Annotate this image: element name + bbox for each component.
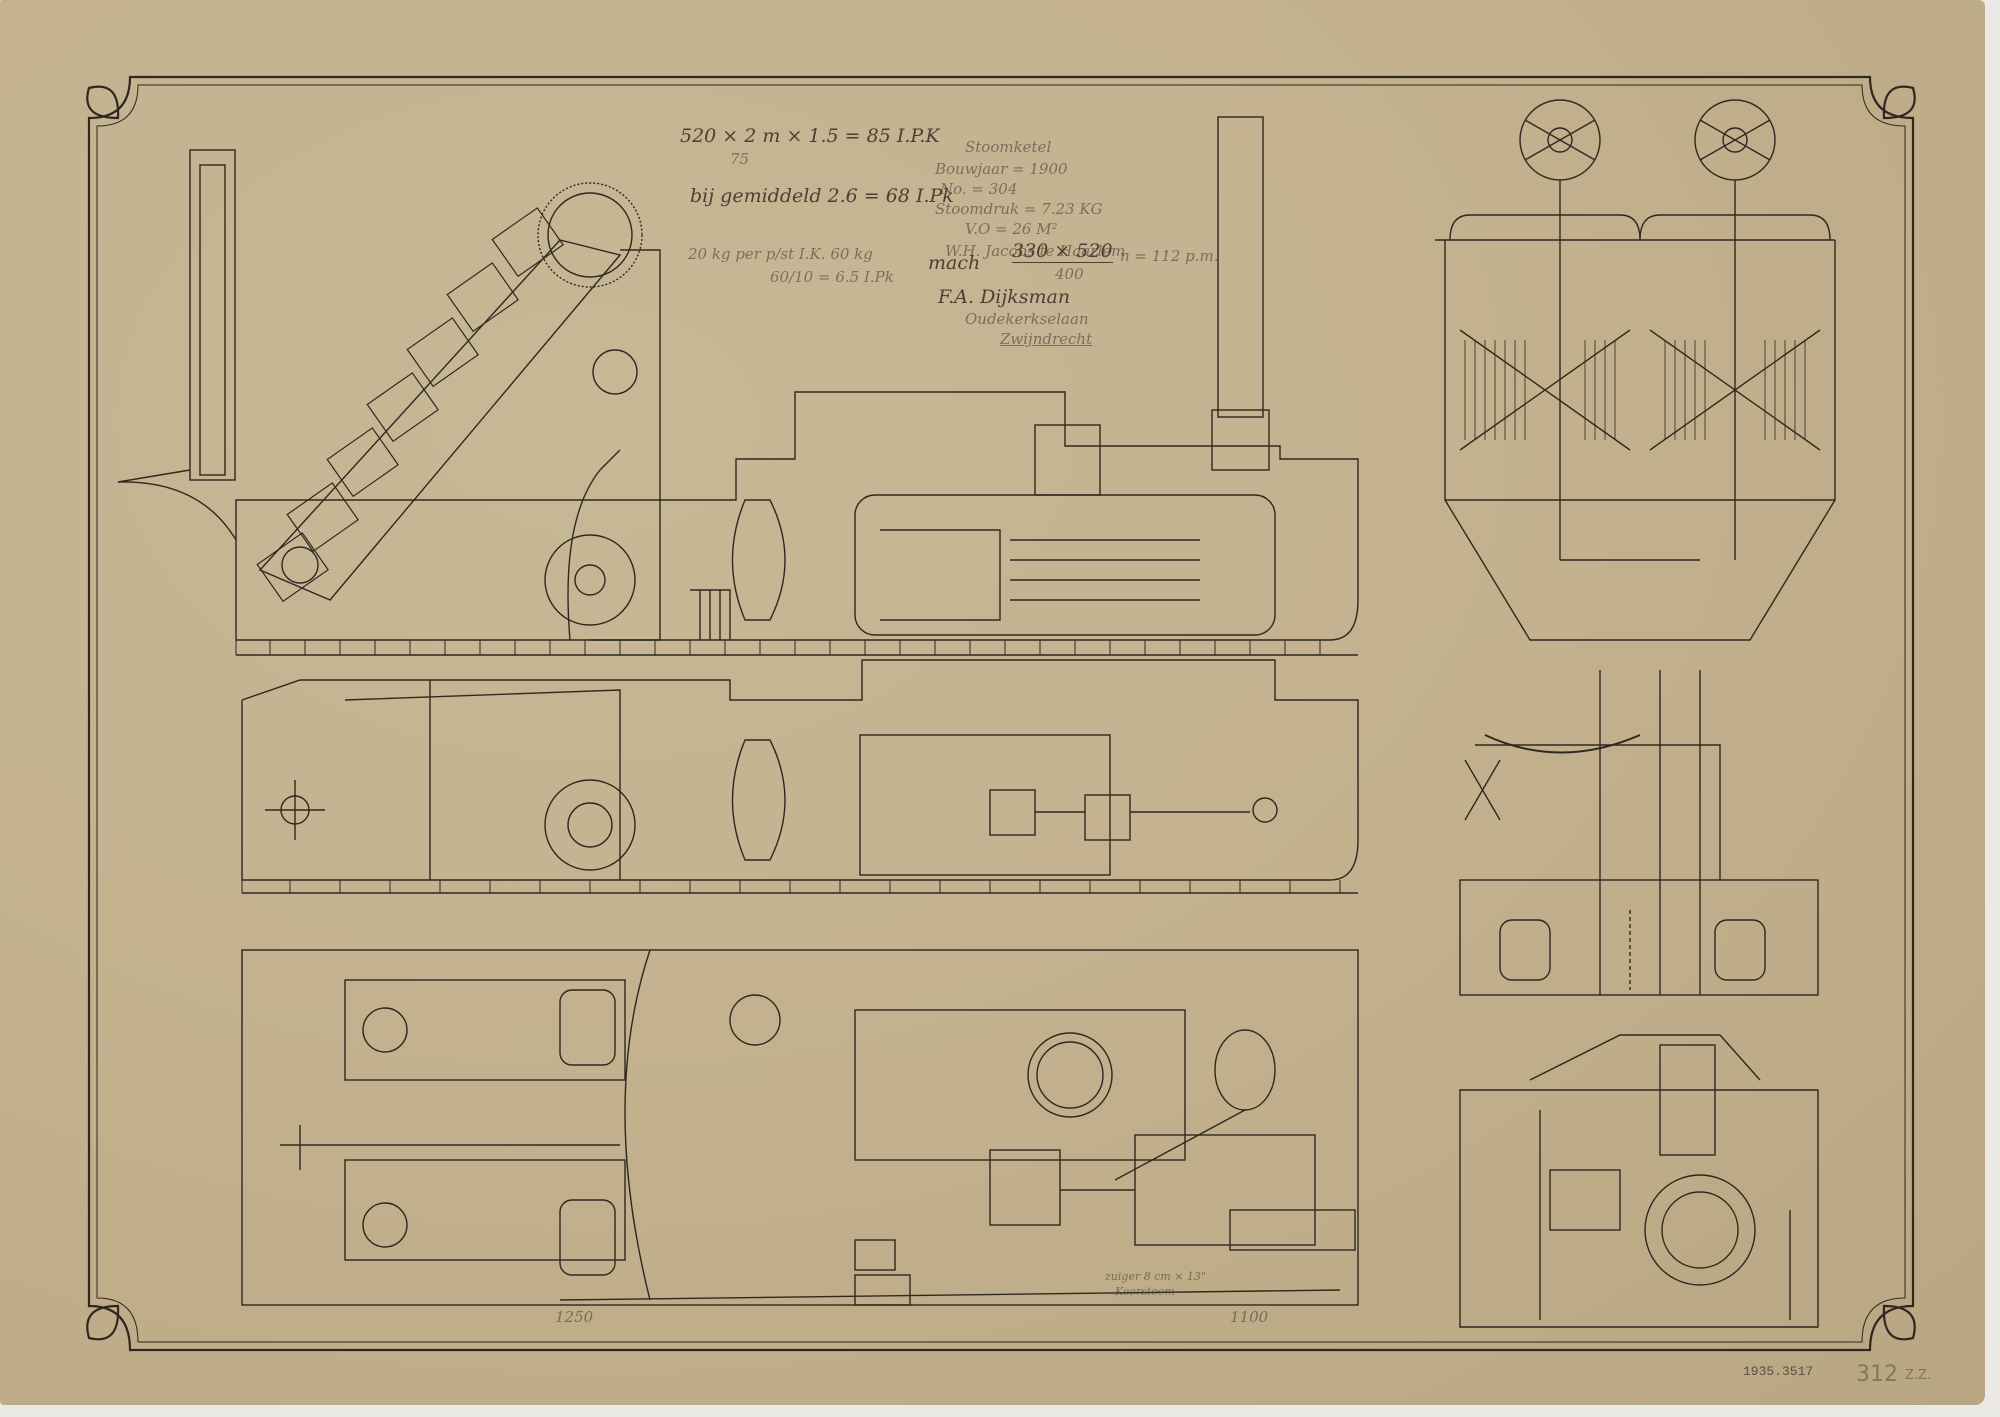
boiler-number: No. = 304 xyxy=(940,180,1018,198)
boiler-maker: W.H. Jacobs te Haarlem xyxy=(945,242,1126,260)
power-calculation-line1: 520 × 2 m × 1.5 = 85 I.P.K xyxy=(680,125,940,147)
cross-section-boiler xyxy=(1459,1034,1819,1328)
machine-dimensions: 330 × 520 xyxy=(1012,240,1113,263)
power-calculation-line3: 20 kg per p/st I.K. 60 kg xyxy=(688,245,873,263)
power-calculation-line2: bij gemiddeld 2.6 = 68 I.Pk xyxy=(690,185,954,207)
plan-view xyxy=(241,949,1359,1306)
maker-town: Zwijndrecht xyxy=(1000,330,1093,348)
border-frame xyxy=(86,75,1916,1352)
power-calculation-line4: 60/10 = 6.5 I.Pk xyxy=(770,268,894,286)
dimension-left: 1250 xyxy=(555,1308,594,1326)
inventory-number: 1935.3517 xyxy=(1743,1364,1814,1379)
boiler-title: Stoomketel xyxy=(965,138,1052,156)
pencil-number: 312 xyxy=(1856,1362,1898,1387)
machine-label: mach xyxy=(928,252,981,274)
power-calculation-denominator: 75 xyxy=(730,150,750,168)
side-elevation-view xyxy=(117,116,1359,656)
machine-divisor: 400 xyxy=(1055,265,1084,283)
dimension-right: 1100 xyxy=(1230,1308,1269,1326)
boiler-pressure: Stoomdruk = 7.23 KG xyxy=(935,200,1103,218)
boiler-year: Bouwjaar = 1900 xyxy=(935,160,1068,178)
longitudinal-section-view xyxy=(241,659,1359,894)
cross-section-winches xyxy=(1459,670,1819,996)
machine-rpm: n = 112 p.m. xyxy=(1120,247,1219,265)
plan-note: zuiger 8 cm × 13" xyxy=(1105,1270,1207,1283)
maker-street: Oudekerkselaan xyxy=(965,310,1089,328)
plan-note-2: Keerstoom xyxy=(1115,1285,1175,1298)
maker-name: F.A. Dijksman xyxy=(938,286,1071,308)
pencil-code: Z.Z. xyxy=(1905,1368,1932,1383)
cross-section-bucket-well xyxy=(1435,99,1836,641)
boiler-heating-surface: V.O = 26 M² xyxy=(965,220,1058,238)
